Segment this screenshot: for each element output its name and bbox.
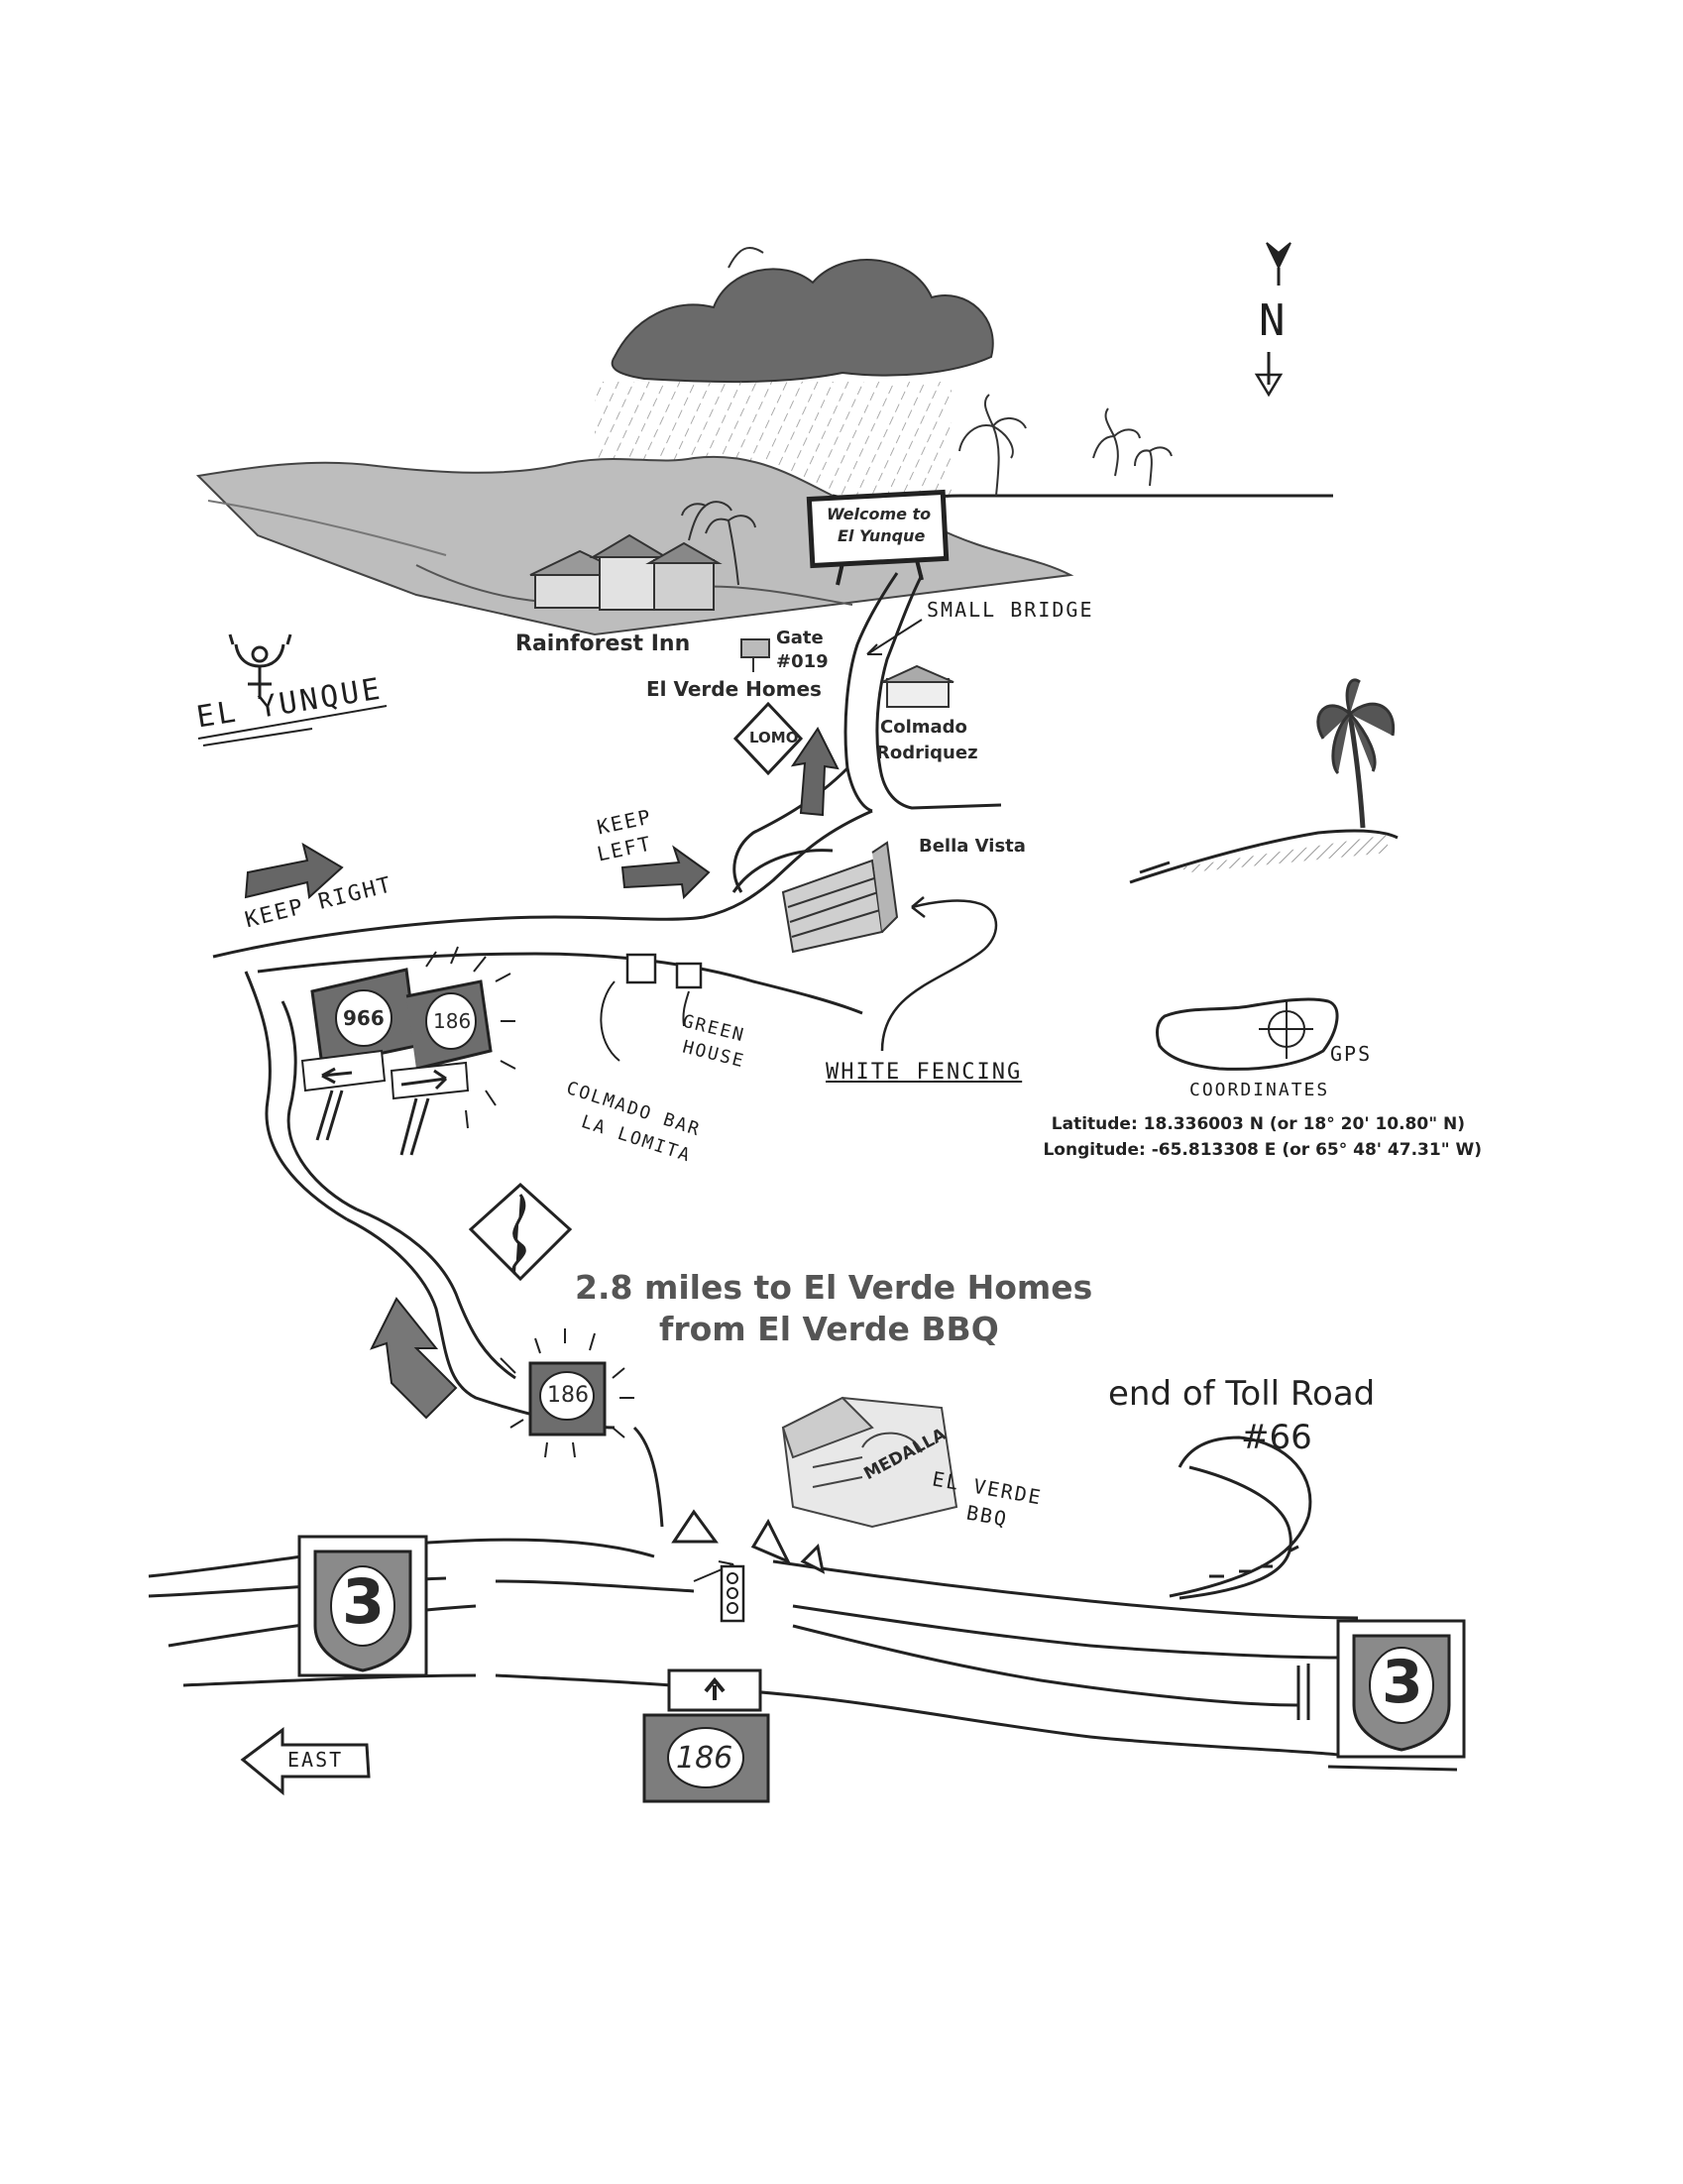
- toll-road-66: [1169, 1436, 1312, 1600]
- lomo-sign-label: LOMO: [749, 729, 799, 747]
- gps-heading-line2: COORDINATES: [1189, 1080, 1330, 1100]
- distance-line1: 2.8 miles to El Verde Homes: [575, 1268, 1093, 1307]
- route-3-shield-left: [297, 1535, 428, 1677]
- colmado-rodriquez-line2: Rodriquez: [876, 743, 978, 763]
- east-label: EAST: [287, 1748, 344, 1772]
- keep-right-arrow-icon: [244, 842, 344, 900]
- route-966-label: 966: [343, 1006, 385, 1030]
- route-966-186-signs: [300, 946, 516, 1156]
- welcome-sign-line1: Welcome to: [827, 505, 932, 523]
- end-toll-line1: end of Toll Road: [1108, 1374, 1376, 1414]
- gate-019-sign: [740, 638, 770, 672]
- white-fencing-label: WHITE FENCING: [826, 1060, 1023, 1085]
- bella-vista-building: [781, 841, 899, 954]
- colmado-rodriquez-building: [881, 664, 954, 708]
- compass-north-label: N: [1259, 295, 1289, 346]
- road-network: [212, 809, 873, 1528]
- colmado-bar-pointer: [600, 980, 620, 1062]
- route-3-left-label: 3: [342, 1565, 386, 1638]
- route-186-upper-label: 186: [433, 1009, 472, 1033]
- lomo-sign: [732, 701, 804, 776]
- puerto-rico-outline: [1156, 997, 1339, 1071]
- turn-left-arrow-icon: [370, 1297, 458, 1420]
- gps-latitude: Latitude: 18.336003 N (or 18° 20' 10.80"…: [1051, 1114, 1465, 1134]
- compass-icon: [1254, 242, 1291, 398]
- curvy-road-sign: [468, 1182, 573, 1282]
- colmado-rodriquez-line1: Colmado: [880, 717, 967, 738]
- traffic-islands: [671, 1509, 826, 1574]
- bella-vista-label: Bella Vista: [919, 836, 1026, 857]
- rainforest-inn-building: [529, 501, 756, 611]
- green-house-pointer: [682, 990, 690, 1027]
- end-toll-line2: #66: [1241, 1418, 1312, 1457]
- white-fencing-pointer: [880, 899, 998, 1052]
- gps-heading-line1: GPS: [1330, 1042, 1373, 1066]
- rainforest-inn-label: Rainforest Inn: [515, 632, 691, 656]
- east-arrow-icon: [240, 1727, 371, 1796]
- route-186-bottom-label: 186: [676, 1741, 733, 1776]
- route-3-right-label: 3: [1382, 1648, 1423, 1717]
- storm-cloud: [611, 247, 994, 384]
- welcome-sign-line2: El Yunque: [838, 526, 926, 545]
- mountain-range: [195, 455, 1333, 636]
- route-186-highlight-sign: [500, 1328, 634, 1458]
- gate-label-line1: Gate: [776, 628, 824, 648]
- route-3-shield-right: [1336, 1619, 1466, 1759]
- bridge-pointer: [866, 619, 923, 655]
- small-bridge-label: SMALL BRIDGE: [927, 598, 1094, 622]
- el-verde-homes-label: El Verde Homes: [646, 677, 822, 701]
- green-house-icon: [625, 953, 703, 989]
- north-arrow-icon: [790, 727, 840, 817]
- route-186-middle-label: 186: [547, 1383, 589, 1408]
- gps-longitude: Longitude: -65.813308 E (or 65° 48' 47.3…: [1043, 1140, 1482, 1160]
- traffic-light-icon: [720, 1564, 745, 1623]
- el-verde-bbq-building: [781, 1396, 958, 1529]
- keep-left-arrow-icon: [620, 845, 711, 900]
- beach-palm-icon: [1129, 678, 1399, 884]
- palm-tree-icon: [958, 394, 1173, 497]
- el-yunque-logo: [197, 633, 388, 747]
- route-186-bottom-sign: [642, 1668, 770, 1803]
- distance-line2: from El Verde BBQ: [659, 1310, 999, 1348]
- gate-label-line2: #019: [776, 651, 829, 672]
